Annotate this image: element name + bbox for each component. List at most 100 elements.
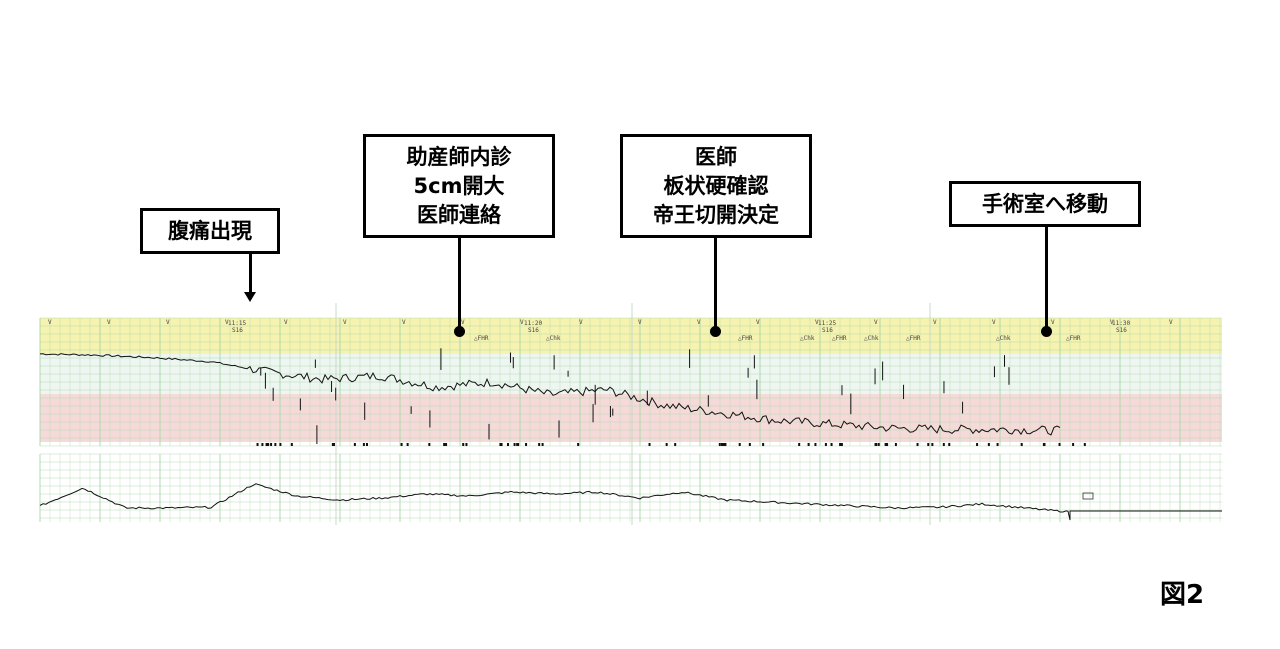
event-tick (500, 443, 503, 446)
time-mark-label: 11:30 (1112, 320, 1130, 327)
event-tick (577, 443, 580, 446)
event-tick (648, 443, 651, 446)
event-tick (674, 443, 677, 446)
uc-trace-line (39, 483, 1222, 521)
event-tick (976, 443, 979, 446)
event-tick (931, 443, 934, 446)
event-tick (762, 443, 765, 446)
paper-mark-icon: V (166, 319, 170, 326)
event-tick (538, 443, 541, 446)
event-label: △Chk (996, 335, 1011, 342)
paper-mark-icon: V (638, 319, 642, 326)
event-tick (506, 443, 509, 446)
event-tick (824, 443, 827, 446)
event-label: △FHR (1066, 335, 1081, 342)
chart-background (40, 303, 1222, 525)
marker-dot-icon (710, 326, 721, 337)
pointer-line-doctor (714, 238, 717, 330)
annotation-line: 5cm開大 (413, 174, 505, 198)
event-tick (722, 443, 725, 446)
event-tick (274, 443, 277, 446)
event-tick (996, 443, 999, 446)
event-tick (748, 443, 751, 446)
uc-marker-icon (1082, 492, 1094, 500)
arrow-head-icon (244, 292, 256, 302)
event-tick (1058, 443, 1061, 446)
annotation-line: 帝王切開決定 (653, 203, 779, 227)
event-tick (875, 443, 878, 446)
figure-label: 図2 (1160, 580, 1205, 610)
event-tick (927, 443, 930, 446)
event-label: △Chk (546, 335, 561, 342)
annotation-doctor-decision: 医師 板状硬確認 帝王切開決定 (620, 134, 812, 238)
event-tick (724, 443, 727, 446)
event-tick (445, 443, 448, 446)
paper-mark-icon: V (225, 319, 229, 326)
event-tick (541, 443, 544, 446)
annotation-abdominal-pain: 腹痛出現 (140, 208, 280, 254)
paper-mark-icon: V (1051, 319, 1055, 326)
paper-mark-icon: V (402, 319, 406, 326)
event-tick (267, 443, 270, 446)
marker-dot-icon (1041, 326, 1052, 337)
event-tick (798, 443, 801, 446)
event-tick (718, 443, 721, 446)
event-tick (400, 443, 403, 446)
event-tick (332, 443, 335, 446)
fhr-trace-group (39, 348, 1086, 446)
event-tick (1020, 443, 1023, 446)
strip-labels: 11:15S1611:20S1611:25S1611:30S16△FHR△Chk… (48, 319, 1173, 500)
paper-mark-icon: V (992, 319, 996, 326)
paper-mark-icon: V (107, 319, 111, 326)
paper-mark-icon: V (933, 319, 937, 326)
event-tick (331, 443, 334, 446)
fhr-band-upper (40, 318, 1222, 354)
mode-label: S16 (528, 327, 539, 334)
event-tick (665, 443, 668, 446)
event-tick (942, 443, 945, 446)
event-tick (270, 443, 273, 446)
annotation-midwife-exam: 助産師内診 5cm開大 医師連絡 (363, 134, 555, 238)
event-tick (916, 443, 919, 446)
uc-trace-group (39, 483, 1222, 521)
time-mark-label: 11:25 (818, 320, 836, 327)
event-tick (525, 443, 528, 446)
event-tick (462, 443, 465, 446)
event-tick (814, 443, 817, 446)
paper-mark-icon: V (874, 319, 878, 326)
mode-label: S16 (1116, 327, 1127, 334)
fhr-trace-line (39, 353, 1061, 436)
event-tick (839, 443, 842, 446)
event-tick (877, 443, 880, 446)
event-tick (987, 443, 990, 446)
paper-mark-icon: V (1110, 319, 1114, 326)
event-tick (428, 443, 431, 446)
event-tick (886, 443, 889, 446)
event-tick (365, 443, 368, 446)
event-tick (1083, 443, 1086, 446)
annotation-line: 医師連絡 (417, 203, 501, 227)
marker-dot-icon (454, 326, 465, 337)
annotation-line: 板状硬確認 (663, 174, 769, 198)
chart-grid (39, 303, 1222, 525)
event-label: △FHR (832, 335, 847, 342)
uc-band (40, 454, 1222, 522)
event-tick (465, 443, 468, 446)
event-label: △FHR (738, 335, 753, 342)
annotation-line: 助産師内診 (406, 145, 512, 169)
event-tick (406, 443, 409, 446)
event-tick (443, 443, 446, 446)
event-tick (1043, 443, 1046, 446)
event-tick (830, 443, 833, 446)
paper-mark-icon: V (1169, 319, 1173, 326)
mode-label: S16 (822, 327, 833, 334)
paper-mark-icon: V (284, 319, 288, 326)
paper-mark-icon: V (520, 319, 524, 326)
paper-mark-icon: V (343, 319, 347, 326)
event-tick (513, 443, 516, 446)
pointer-line-or (1045, 227, 1048, 330)
pointer-line-midwife (458, 238, 461, 330)
pointer-line-pain (249, 254, 252, 292)
event-tick (516, 443, 519, 446)
